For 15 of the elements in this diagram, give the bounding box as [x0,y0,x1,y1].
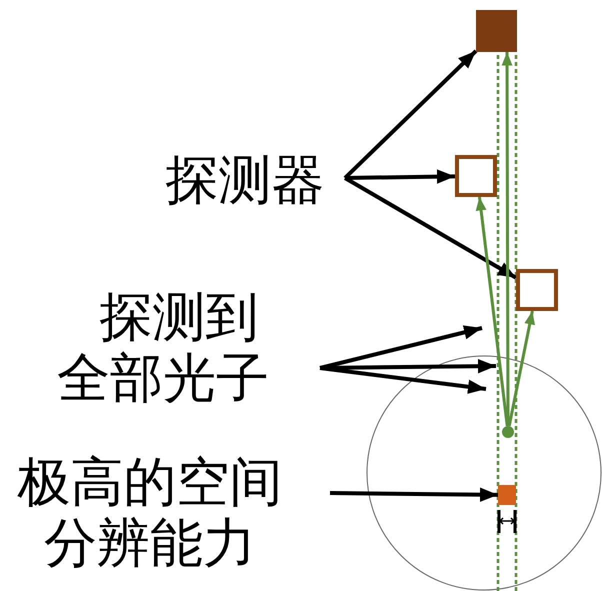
arrow [344,49,478,180]
resolution-label: 极高的空间分辨能力 [0,452,330,576]
source-dot [502,426,514,438]
hollow-detector [455,155,497,197]
arrow [508,310,535,426]
arrow [476,196,509,426]
detector-label: 探测器 [160,150,345,206]
arrow [344,176,517,280]
hollow-detector [516,269,558,311]
arrow [320,325,482,370]
arrow [330,488,498,502]
arrow [320,366,486,394]
source-square [498,485,516,505]
photon-label: 探测到全部光子 [50,287,320,409]
filled-detector [476,10,517,52]
